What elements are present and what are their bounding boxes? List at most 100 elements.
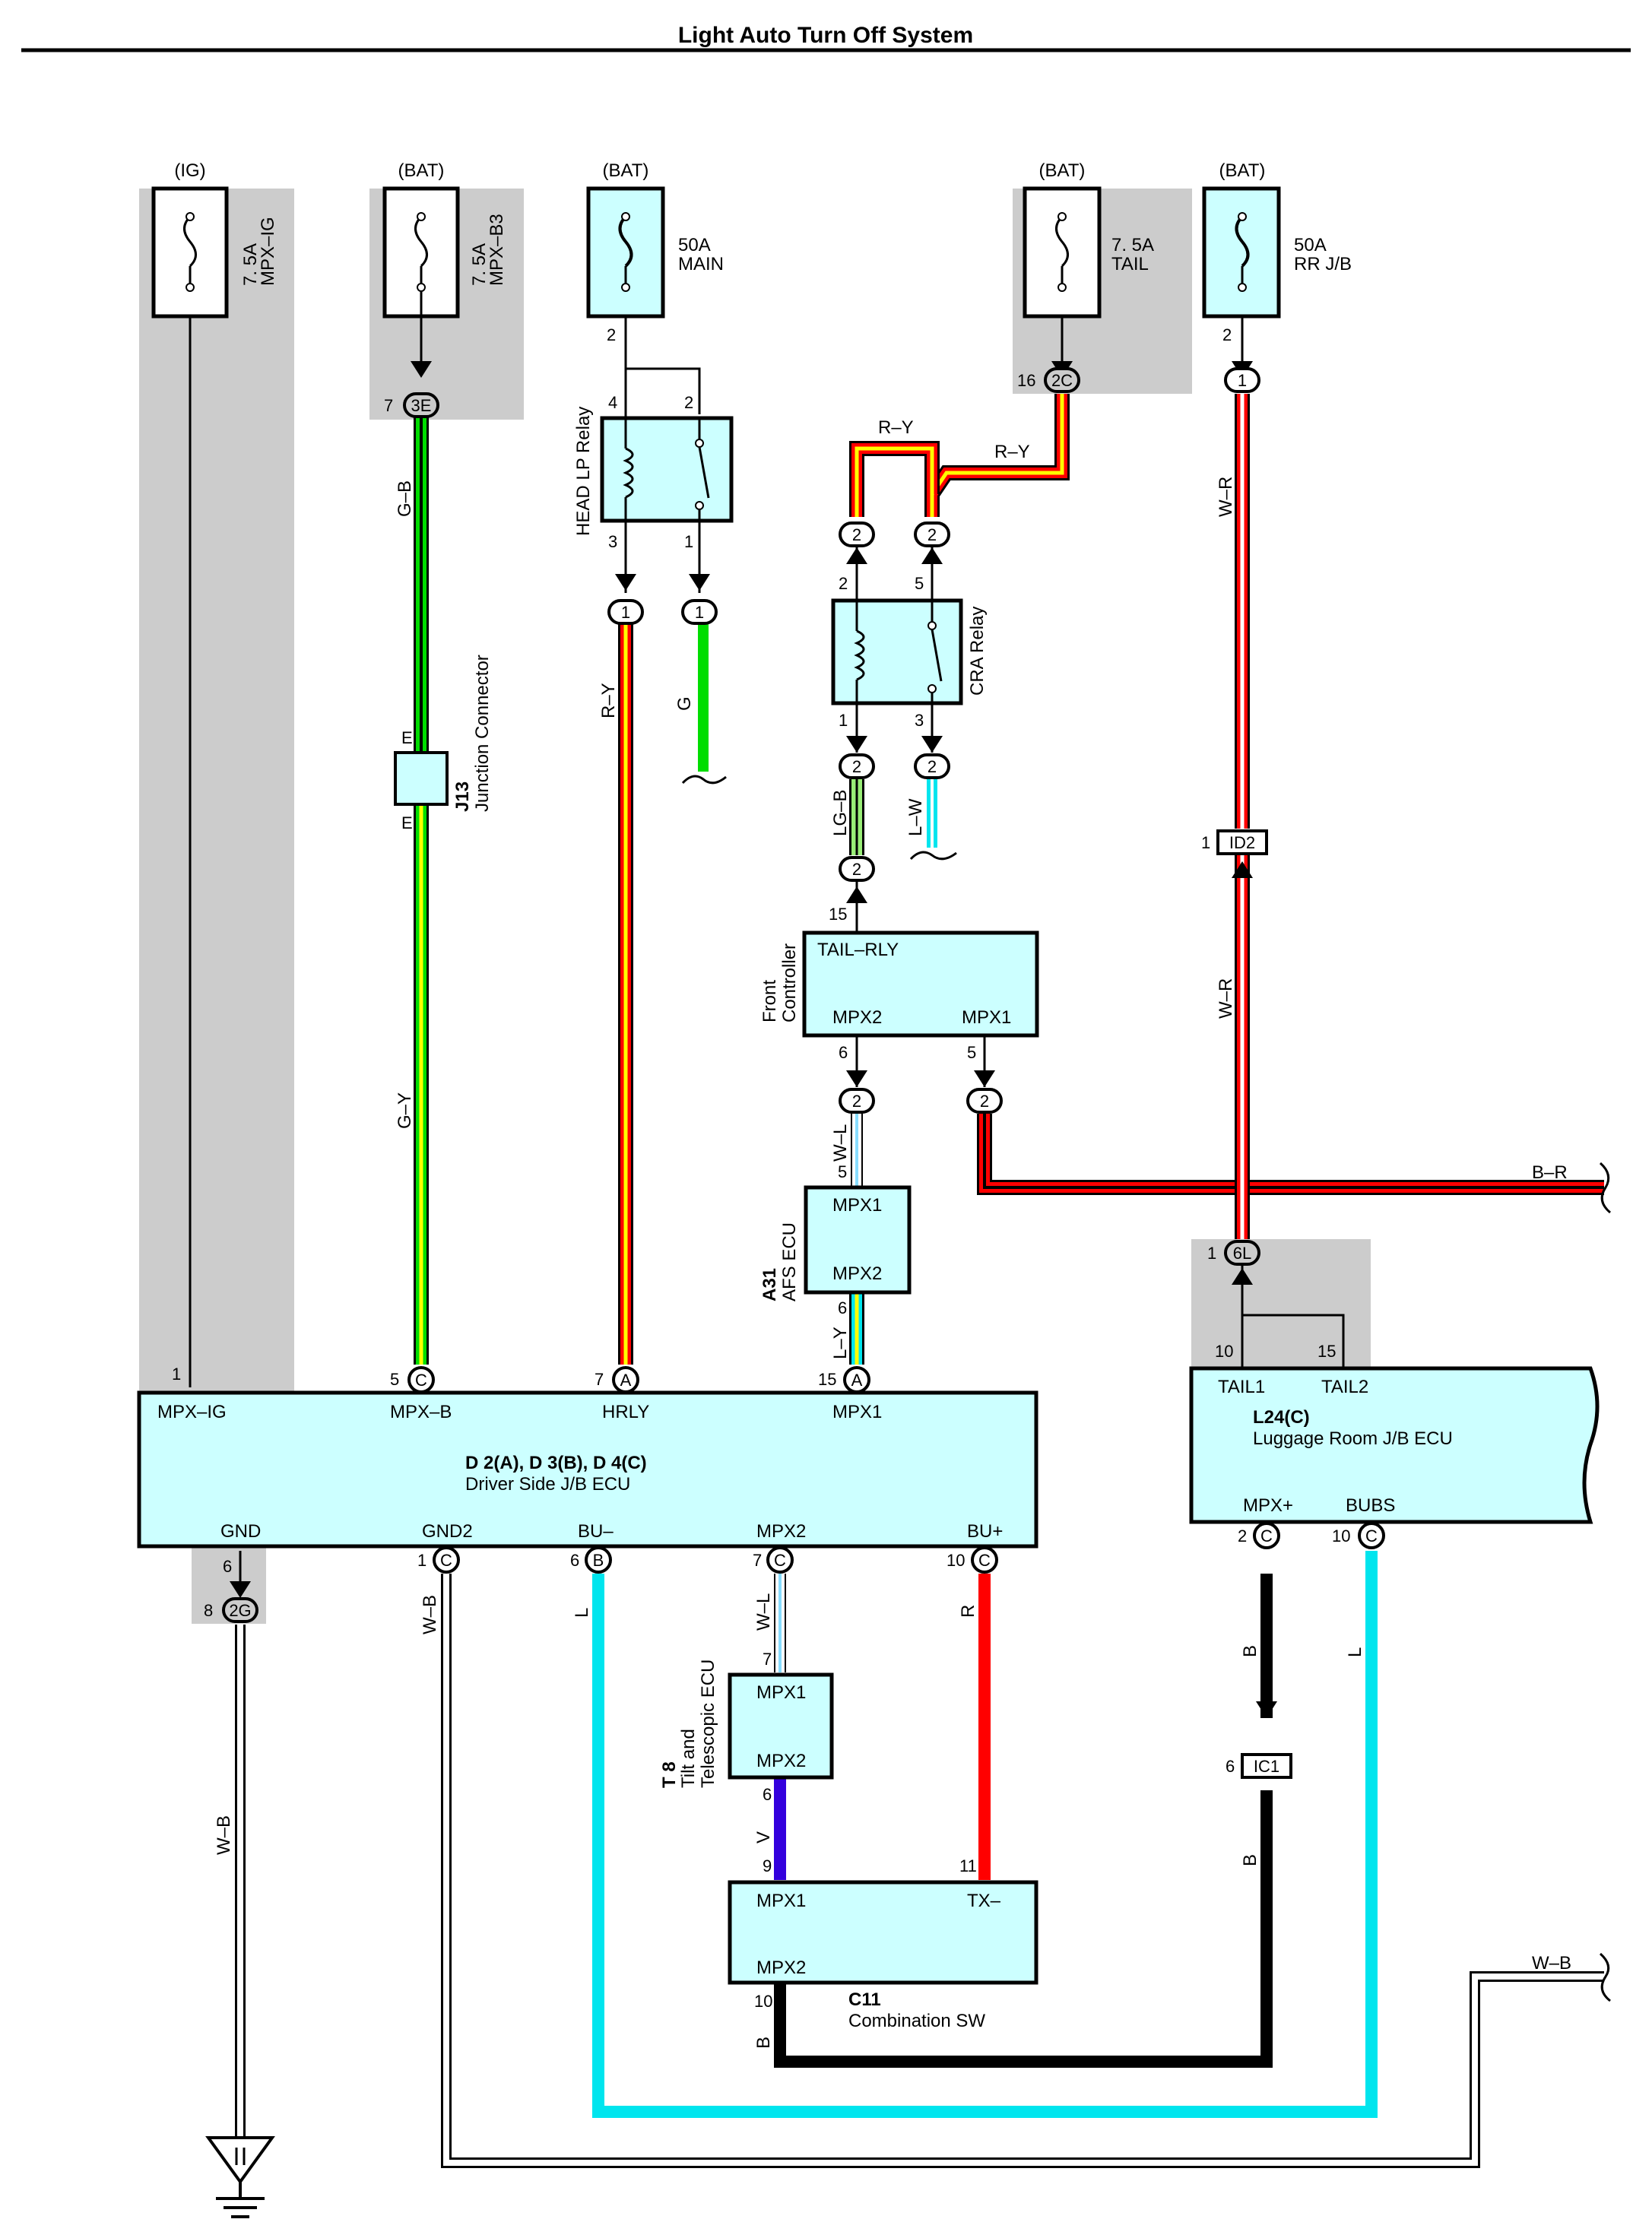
luggage-jb-top-pin-tail1: TAIL1 <box>1218 1377 1265 1397</box>
svg-text:1: 1 <box>684 532 693 551</box>
luggage-jb-top-pin-tail2: TAIL2 <box>1321 1377 1368 1397</box>
fuse-mpx-ig-rating: 7. 5A <box>240 243 261 286</box>
svg-text:15: 15 <box>818 1370 836 1389</box>
connector-2c: 2C <box>1044 367 1080 393</box>
afs-ecu-mpx2: MPX2 <box>832 1263 882 1284</box>
wires <box>189 290 1611 2168</box>
j13-name: Junction Connector <box>472 655 493 812</box>
combination-sw-mpx2: MPX2 <box>756 1958 806 1978</box>
svg-text:W–B: W–B <box>1532 1953 1571 1973</box>
svg-text:2: 2 <box>927 757 937 776</box>
fuse-rrjb-rating: 50A <box>1294 235 1327 255</box>
svg-text:V: V <box>753 1831 774 1843</box>
svg-text:1: 1 <box>695 603 704 622</box>
fuse-main <box>586 186 665 319</box>
cra-relay-label: CRA Relay <box>967 607 988 696</box>
svg-text:1: 1 <box>1207 1244 1216 1263</box>
svg-text:B–R: B–R <box>1532 1162 1568 1183</box>
connector-1-g: 1 <box>681 599 718 625</box>
svg-text:R–Y: R–Y <box>598 683 619 718</box>
fuse-main-source: (BAT) <box>603 160 649 181</box>
combination-sw-code: C11 <box>848 1989 881 2010</box>
head-lp-relay <box>600 416 734 523</box>
ground-symbol <box>205 2136 275 2218</box>
svg-text:G–B: G–B <box>395 480 415 517</box>
j13-code: J13 <box>452 781 473 812</box>
svg-text:R–Y: R–Y <box>994 442 1030 462</box>
fuse-rrjb-name: RR J/B <box>1294 254 1352 274</box>
connector-id2: ID2 <box>1216 829 1268 855</box>
fuse-tail-rating: 7. 5A <box>1111 235 1154 255</box>
svg-text:L–W: L–W <box>905 798 926 836</box>
svg-text:2: 2 <box>927 525 937 544</box>
luggage-jb-code: L24(C) <box>1253 1407 1310 1428</box>
fuse-mpx-b3-rating: 7. 5A <box>469 243 490 286</box>
j13-pin-top: E <box>401 728 413 747</box>
connector-3e: 3E <box>403 392 439 418</box>
svg-text:4: 4 <box>608 393 617 412</box>
svg-text:16: 16 <box>1017 371 1035 390</box>
svg-text:W–R: W–R <box>1216 477 1236 517</box>
svg-text:6L: 6L <box>1233 1244 1251 1263</box>
fuse-main-name: MAIN <box>678 254 724 274</box>
driver-jb-bottom-pin-bu-minus: BU– <box>578 1521 614 1542</box>
svg-text:G: G <box>674 696 695 711</box>
svg-text:C: C <box>415 1371 427 1390</box>
svg-text:B: B <box>1240 1645 1260 1657</box>
svg-text:1: 1 <box>1238 371 1247 390</box>
front-controller-box <box>802 930 1039 1038</box>
page-title: Light Auto Turn Off System <box>678 23 973 48</box>
svg-text:2: 2 <box>607 325 616 344</box>
svg-text:B: B <box>1240 1854 1260 1866</box>
pin-circle-c7: C <box>766 1546 794 1574</box>
driver-jb-code: D 2(A), D 3(B), D 4(C) <box>465 1453 647 1473</box>
tilt-ecu-code: T 8 <box>659 1761 680 1788</box>
svg-text:5: 5 <box>967 1043 976 1062</box>
svg-text:R: R <box>958 1605 978 1618</box>
svg-text:A: A <box>620 1371 632 1390</box>
driver-jb-bottom-pin-bu-plus: BU+ <box>967 1521 1003 1542</box>
svg-text:ID2: ID2 <box>1229 833 1255 852</box>
connector-2-cra-out-left: 2 <box>839 753 875 779</box>
svg-text:R–Y: R–Y <box>878 417 914 438</box>
driver-jb-top-pin-mpx-b: MPX–B <box>390 1402 452 1422</box>
fuse-tail-source: (BAT) <box>1039 160 1086 181</box>
afs-ecu-mpx1: MPX1 <box>832 1195 882 1216</box>
driver-jb-bottom-pin-gnd: GND <box>220 1521 261 1542</box>
luggage-jb-name: Luggage Room J/B ECU <box>1253 1428 1453 1449</box>
svg-text:6: 6 <box>570 1551 579 1570</box>
svg-text:5: 5 <box>915 574 924 593</box>
svg-text:7: 7 <box>753 1551 762 1570</box>
svg-text:8: 8 <box>204 1601 213 1620</box>
svg-text:11: 11 <box>959 1856 977 1875</box>
front-controller-tail-rly: TAIL–RLY <box>817 940 899 960</box>
svg-text:C: C <box>1365 1526 1378 1545</box>
driver-jb-top-pin-mpx-ig: MPX–IG <box>157 1402 227 1422</box>
combination-sw-tx: TX– <box>967 1891 1001 1911</box>
svg-text:L–Y: L–Y <box>830 1327 851 1359</box>
svg-text:2: 2 <box>1222 325 1232 344</box>
svg-text:W–L: W–L <box>753 1593 774 1631</box>
svg-text:7: 7 <box>384 396 393 415</box>
driver-jb-top-pin-mpx1: MPX1 <box>832 1402 882 1422</box>
pin-circle-a15: A <box>843 1366 870 1393</box>
svg-text:6: 6 <box>763 1785 772 1804</box>
svg-text:2: 2 <box>852 525 861 544</box>
svg-text:1: 1 <box>172 1365 181 1384</box>
svg-text:5: 5 <box>390 1370 399 1389</box>
svg-text:10: 10 <box>1332 1526 1350 1545</box>
pin-circle-c10: C <box>971 1546 998 1574</box>
afs-ecu-name: AFS ECU <box>779 1222 800 1301</box>
svg-text:C: C <box>440 1551 452 1570</box>
fuse-mpx-b3-name: MPX–B3 <box>487 214 507 286</box>
svg-text:C: C <box>1260 1526 1273 1545</box>
tilt-ecu-mpx1: MPX1 <box>756 1682 806 1703</box>
luggage-jb-bottom-pin-bubs: BUBS <box>1346 1495 1395 1516</box>
front-controller-mpx2: MPX2 <box>832 1007 882 1028</box>
svg-text:2: 2 <box>852 1092 861 1111</box>
svg-text:B: B <box>593 1551 604 1570</box>
wire-color-labels: G–B G–Y R–Y G R–Y R–Y LG–B L–W W–R W–R B… <box>214 417 1571 2049</box>
luggage-jb-bottom-pin-mpx-plus: MPX+ <box>1243 1495 1293 1516</box>
svg-text:7: 7 <box>595 1370 604 1389</box>
